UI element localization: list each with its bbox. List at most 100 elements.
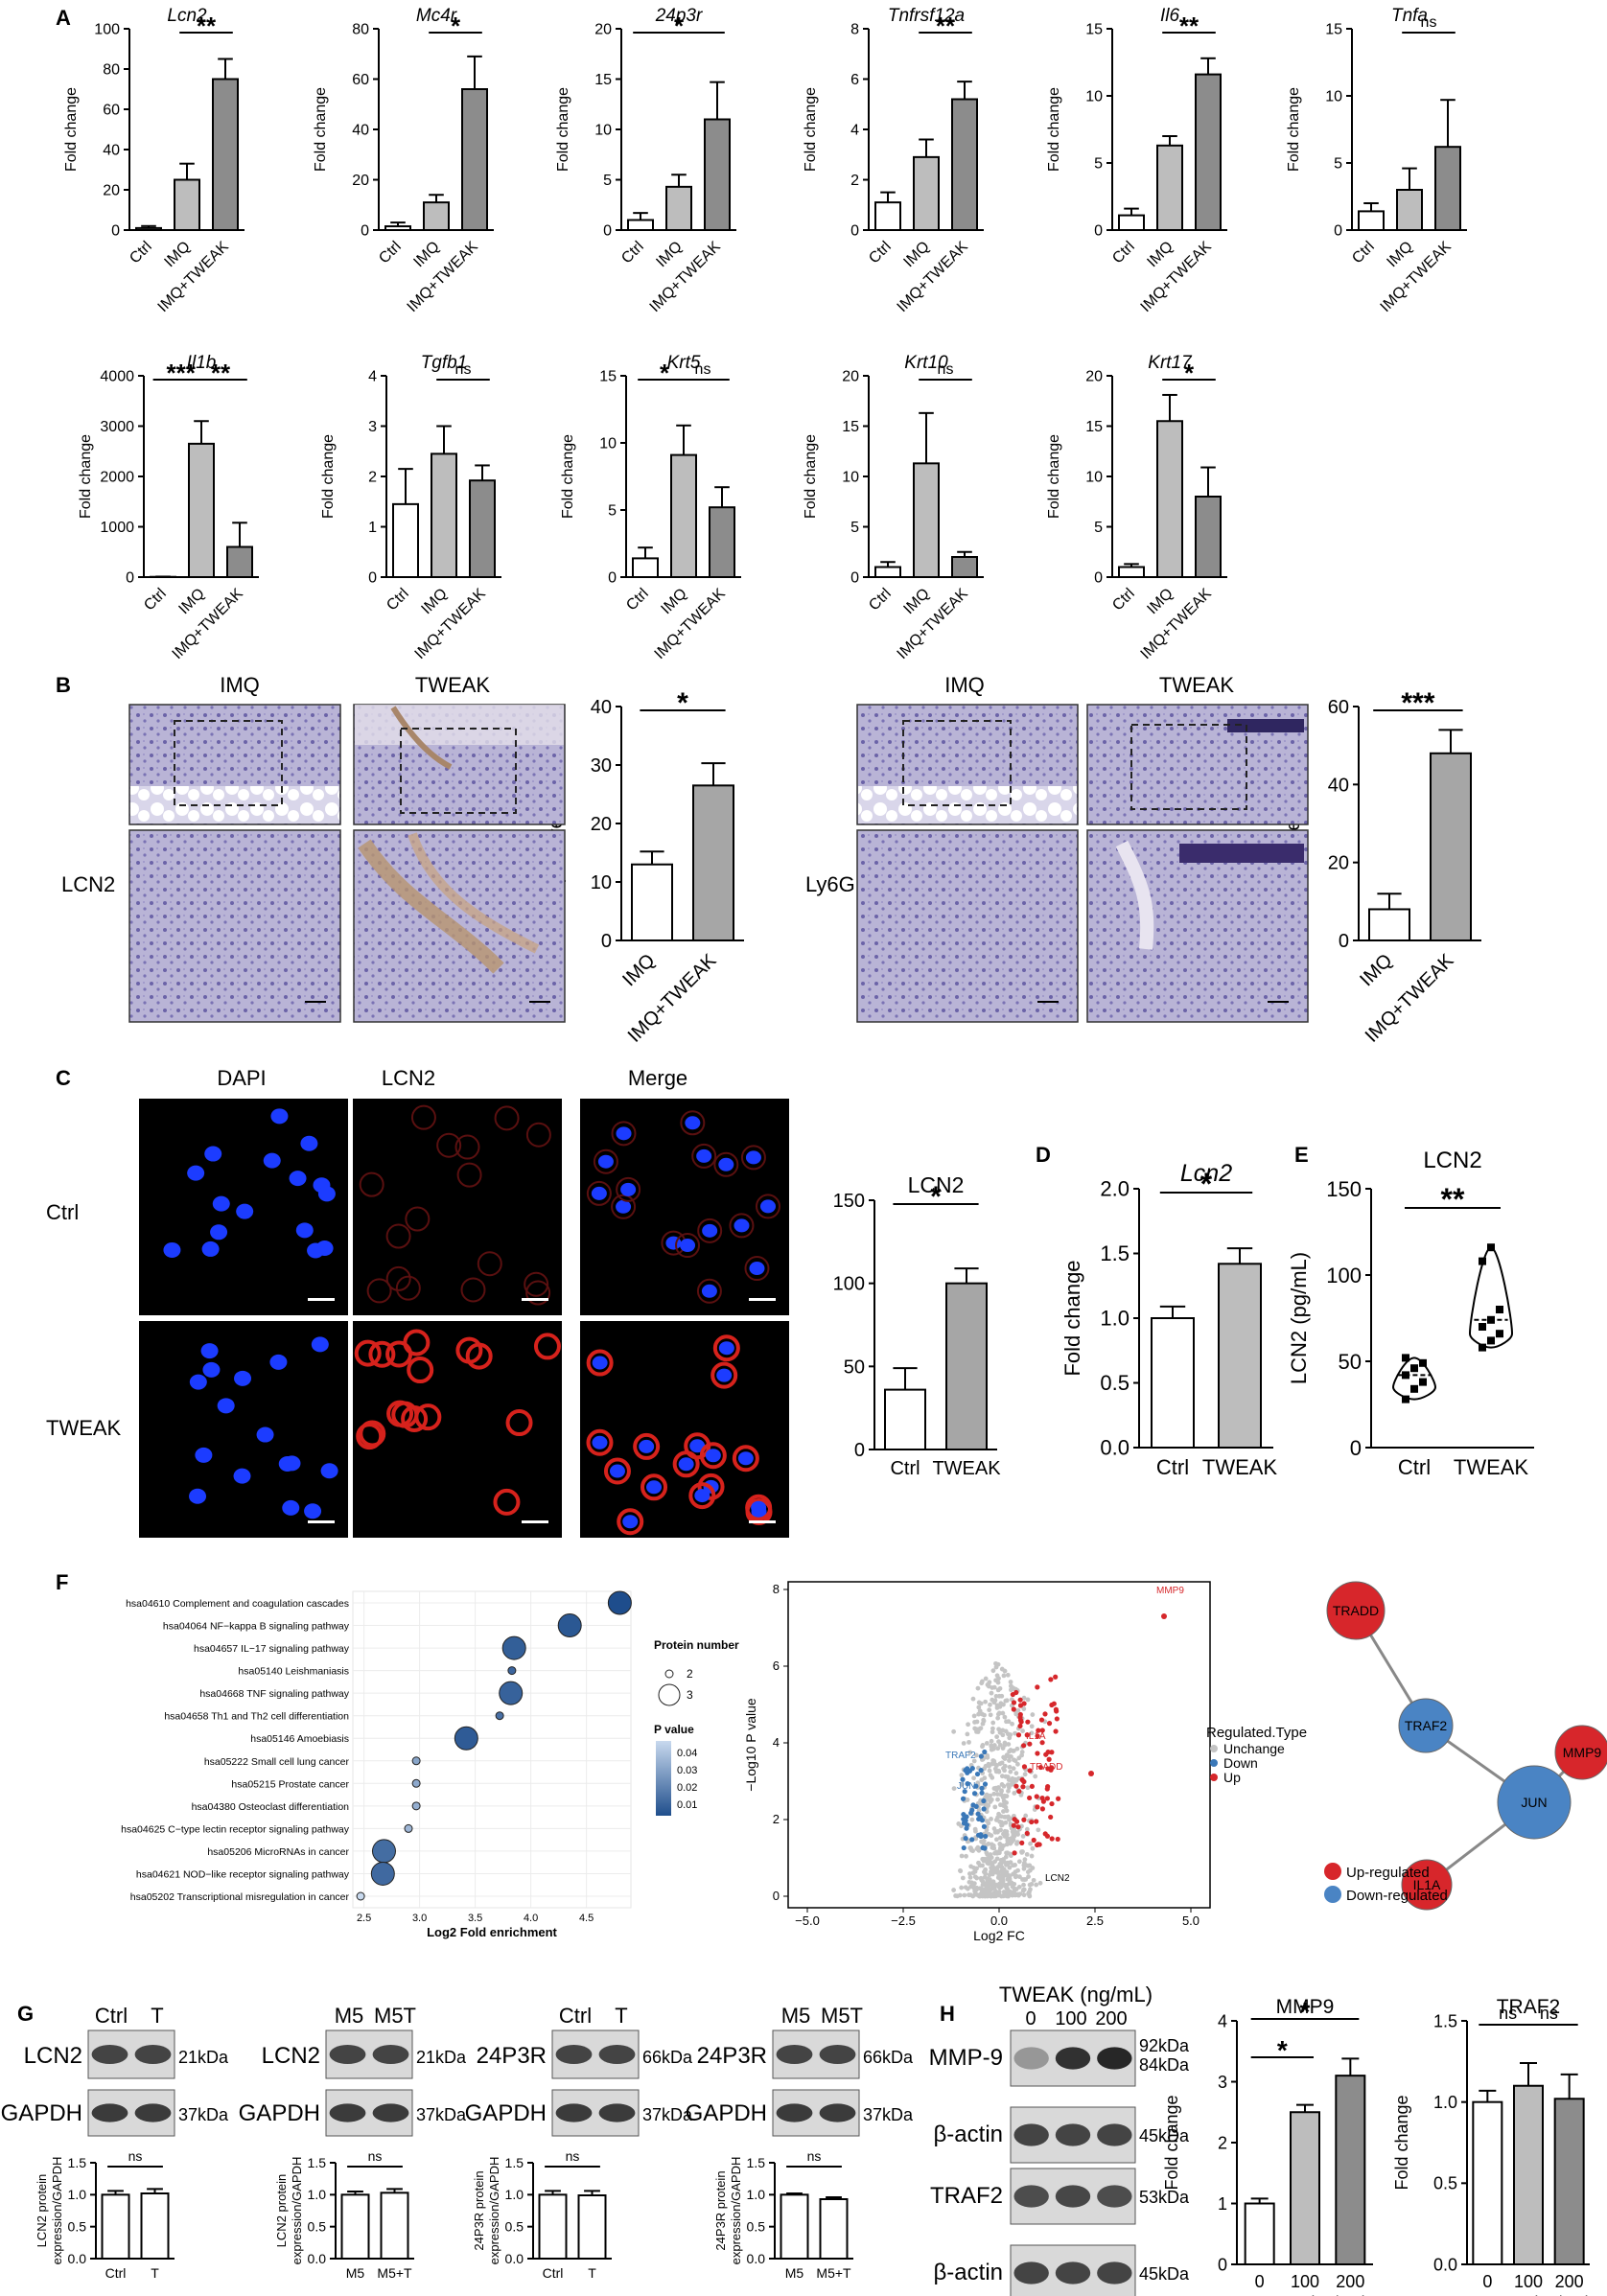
unchanged-point (994, 1792, 1000, 1797)
nucleus-dapi (263, 1152, 281, 1169)
chart-title: Tgfb1 (421, 353, 468, 373)
x-tick-label: Ctrl (866, 239, 895, 267)
network-node-label: IL1A (1413, 1877, 1441, 1892)
x-tick-label: 0.0 (990, 1913, 1008, 1928)
lcn2-signal (456, 1162, 482, 1188)
x-tick-label: 3.0 (412, 1913, 427, 1924)
unchanged-point (1008, 1769, 1013, 1774)
lcn2-signal (586, 1349, 614, 1377)
blot-kda-label: 37kDa (416, 2105, 467, 2124)
unchanged-point (1029, 1730, 1035, 1736)
unchanged-point (989, 1743, 994, 1749)
unchanged-point (972, 1874, 978, 1880)
significance-label: *** (1401, 687, 1434, 719)
unchanged-point (1003, 1698, 1009, 1704)
bar (951, 98, 978, 231)
bar (1368, 908, 1410, 942)
unchanged-point (999, 1666, 1005, 1672)
up-point (1054, 1716, 1060, 1722)
unchanged-point (987, 1707, 992, 1713)
unchanged-point (1008, 1680, 1013, 1684)
y-tick-label: 0.0 (1433, 2255, 1457, 2274)
up-point (1021, 1764, 1028, 1770)
violin-body (1468, 1246, 1514, 1349)
lcn2-signal (494, 1105, 520, 1131)
unchanged-point (1009, 1853, 1013, 1859)
unchanged-point (980, 1882, 986, 1888)
nucleus-dapi (204, 1146, 222, 1162)
unchanged-point (988, 1702, 992, 1707)
color-legend-title: P value (654, 1723, 694, 1736)
unchanged-point (959, 1781, 965, 1787)
y-tick-label: hsa05206 MicroRNAs in cancer (207, 1846, 349, 1858)
y-tick-label: 5 (1334, 156, 1342, 173)
blot-row-label: GAPDH (686, 2100, 767, 2126)
network-node (1326, 1581, 1386, 1640)
unchanged-point (1013, 1758, 1018, 1764)
x-tick-label: 100 (1291, 2272, 1319, 2291)
y-tick-label: 0 (854, 1440, 865, 1461)
histo-col-imq-1: IMQ (220, 673, 260, 697)
nucleus-dapi (689, 1439, 706, 1453)
y-tick-label: 6 (850, 72, 859, 88)
x-tick-label: Ctrl (141, 586, 170, 615)
up-point (1011, 1706, 1016, 1712)
unchanged-point (1001, 1702, 1006, 1707)
significance-label: ns (455, 361, 472, 378)
significance-label: * (451, 12, 461, 40)
lcn2-signal (710, 1361, 738, 1389)
up-point (1045, 1750, 1051, 1755)
unchanged-point (996, 1890, 1001, 1896)
unchanged-point (976, 1711, 981, 1717)
bar (1553, 2098, 1585, 2266)
x-tick-label: Ctrl (105, 2265, 127, 2281)
lane-label: 0 (1025, 2008, 1036, 2029)
legend-title: Regulated.Type (1206, 1725, 1307, 1741)
histo-row-lcn2: LCN2 (61, 872, 115, 896)
unchanged-point (988, 1879, 993, 1885)
unchanged-point (972, 1720, 977, 1725)
y-axis-label: Fold change (320, 434, 337, 519)
bar (1513, 2084, 1544, 2266)
up-point (1019, 1840, 1025, 1845)
down-point (981, 1823, 988, 1829)
unchanged-point (1011, 1766, 1016, 1772)
histology-lcn2-imq-bottom (128, 829, 341, 1023)
lcn2-signal (611, 1194, 637, 1219)
lcn2-signal (680, 1110, 706, 1136)
x-tick-label: Ctrl (866, 586, 895, 615)
unchanged-point (1008, 1748, 1013, 1752)
lcn2-signal (740, 1145, 766, 1171)
significance-label: * (1300, 1997, 1311, 2027)
y-tick-label: 1.0 (1433, 2093, 1457, 2112)
nucleus-dapi (680, 1239, 696, 1253)
bar (884, 1388, 926, 1450)
lcn2-signal (405, 1206, 431, 1232)
lcn2-signal (354, 1339, 382, 1367)
unchanged-point (983, 1699, 989, 1705)
unchanged-point (976, 1700, 982, 1705)
bar (431, 452, 457, 578)
unchanged-point (1028, 1867, 1033, 1873)
unchanged-point (990, 1726, 995, 1731)
unchanged-point (1031, 1877, 1036, 1883)
down-point (975, 1811, 981, 1817)
lane-label: Ctrl (559, 2004, 592, 2028)
lcn2-signal (699, 1442, 727, 1470)
up-point (1020, 1784, 1026, 1790)
x-tick-label: 4.0 (524, 1913, 538, 1924)
chart-b2: 0204060Ly6G positive cells/10mm²IMQIMQ+T… (1283, 687, 1481, 1047)
unchanged-point (992, 1766, 998, 1772)
unchanged-point (968, 1864, 974, 1869)
unchanged-point (989, 1855, 994, 1860)
legend-item: Up-regulated (1346, 1865, 1430, 1881)
color-legend-gradient (656, 1741, 671, 1816)
bar (226, 545, 253, 578)
down-point (961, 1844, 967, 1851)
x-tick-label: 0 (1255, 2272, 1265, 2291)
nucleus-dapi (300, 1135, 318, 1151)
